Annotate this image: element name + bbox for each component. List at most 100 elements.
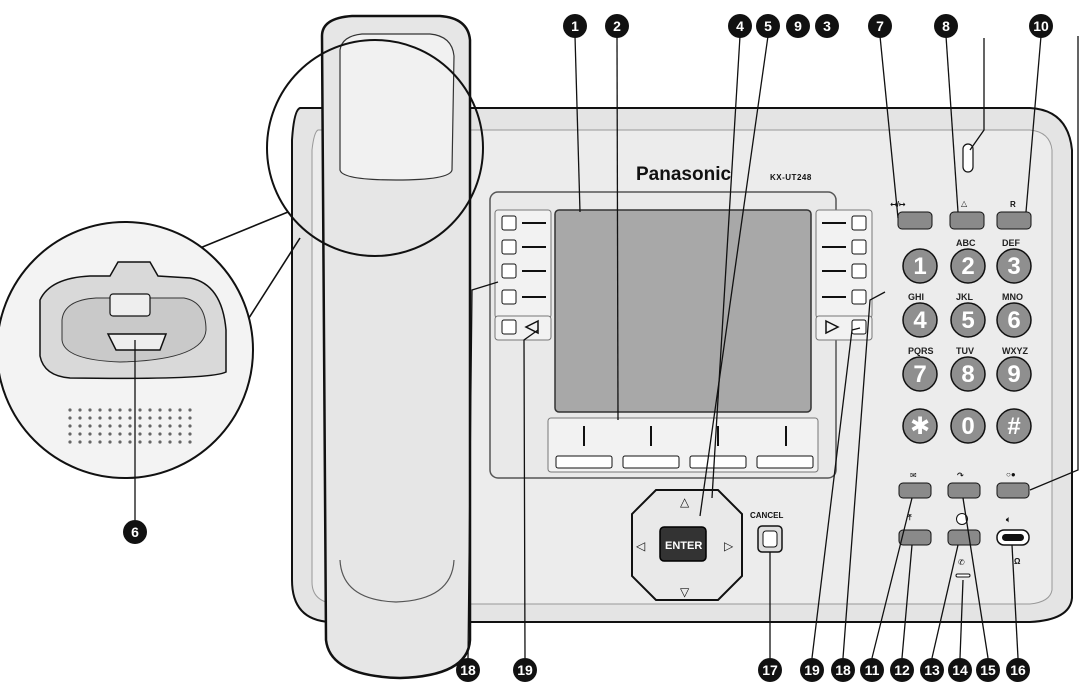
conference-key[interactable]: ⤒ <box>898 513 932 546</box>
keypad-digit: 0 <box>961 413 974 440</box>
line-key-left-4[interactable] <box>501 289 546 305</box>
svg-text:10: 10 <box>1033 18 1049 34</box>
keypad-letters: GHI <box>908 292 924 302</box>
line-key-left-3[interactable] <box>501 263 546 279</box>
enter-button[interactable]: ENTER <box>659 526 707 562</box>
svg-text:19: 19 <box>804 662 820 678</box>
navigator-key[interactable]: △ ▽ ◁ ▷ ENTER <box>631 489 743 601</box>
callout-top-8: 8 <box>934 14 958 38</box>
svg-text:11: 11 <box>865 662 880 678</box>
keypad-key-1[interactable]: 1 <box>902 248 938 284</box>
left-triangle-icon <box>524 319 539 335</box>
line-key-right-1[interactable] <box>822 215 867 231</box>
keypad-digit: 4 <box>913 307 927 334</box>
line-key-left-1[interactable] <box>501 215 546 231</box>
svg-text:17: 17 <box>762 662 778 678</box>
callout-top-7: 7 <box>868 14 892 38</box>
svg-text:14: 14 <box>952 662 968 678</box>
left-arrow-icon: ◁ <box>635 539 645 553</box>
keypad-digit: 6 <box>1007 307 1020 334</box>
line-key-left-2[interactable] <box>501 239 546 255</box>
page-right-key[interactable] <box>815 315 873 341</box>
soft-key-2[interactable] <box>622 426 680 469</box>
mute-icon <box>956 513 968 525</box>
callout-top-5: 5 <box>756 14 780 38</box>
speaker-key[interactable]: 🔈︎ Ω <box>996 515 1030 566</box>
svg-text:19: 19 <box>517 662 533 678</box>
keypad-digit: 8 <box>961 361 974 388</box>
svg-text:5: 5 <box>764 18 772 34</box>
keypad-key-11[interactable]: 0 <box>950 408 986 444</box>
callout-bottom-18: 18 <box>831 658 855 682</box>
right-arrow-icon: ▷ <box>724 539 734 553</box>
mail-key[interactable]: ✉ <box>898 471 932 499</box>
keypad-key-12[interactable]: # <box>996 408 1032 444</box>
svg-text:3: 3 <box>823 18 831 34</box>
message-key[interactable]: △ <box>949 199 985 230</box>
keypad-letters: WXYZ <box>1002 346 1029 356</box>
model-label: KX-UT248 <box>770 173 812 182</box>
svg-text:CANCEL: CANCEL <box>750 511 783 520</box>
cancel-button[interactable]: CANCEL <box>750 511 783 553</box>
callout-bottom-14: 14 <box>948 658 972 682</box>
callout-bottom-13: 13 <box>920 658 944 682</box>
microphone <box>955 573 971 578</box>
callout-side-6: 6 <box>123 520 147 544</box>
up-arrow-icon: △ <box>680 495 690 509</box>
recall-key[interactable]: R <box>996 200 1032 230</box>
svg-text:18: 18 <box>835 662 851 678</box>
keypad-digit: # <box>1007 413 1020 440</box>
callout-top-4: 4 <box>728 14 752 38</box>
svg-text:2: 2 <box>613 18 621 34</box>
svg-text:△: △ <box>961 199 968 208</box>
soft-key-4[interactable] <box>756 426 814 469</box>
keypad-digit: 5 <box>961 307 974 334</box>
mute-key[interactable]: ✆ <box>947 513 981 578</box>
svg-text:4: 4 <box>736 18 744 34</box>
callout-top-10: 10 <box>1029 14 1053 38</box>
svg-text:12: 12 <box>894 662 910 678</box>
hold-transfer-key[interactable]: ↤/↦ <box>890 200 933 230</box>
soft-key-3[interactable] <box>689 426 747 469</box>
svg-text:R: R <box>1010 200 1016 209</box>
keypad-digit: ✱ <box>910 413 930 440</box>
line-key-right-3[interactable] <box>822 263 867 279</box>
keypad-key-4[interactable]: 4 GHI <box>902 292 938 338</box>
left-line-keys <box>494 209 552 341</box>
line-key-right-2[interactable] <box>822 239 867 255</box>
lcd-screen <box>554 209 812 413</box>
keypad-key-5[interactable]: 5 JKL <box>950 292 986 338</box>
envelope-icon: ✉ <box>910 471 917 480</box>
svg-text:18: 18 <box>460 662 476 678</box>
keypad-letters: TUV <box>956 346 974 356</box>
callout-top-3: 3 <box>815 14 839 38</box>
callout-bottom-15: 15 <box>976 658 1000 682</box>
keypad-key-8[interactable]: 8 TUV <box>950 346 986 392</box>
record-key[interactable]: ○● <box>996 470 1030 499</box>
keypad-digit: 1 <box>913 253 926 280</box>
leader-lines <box>134 35 1079 659</box>
hook-switch-magnifier <box>0 39 484 479</box>
svg-text:↤/↦: ↤/↦ <box>890 200 906 209</box>
svg-text:15: 15 <box>980 662 996 678</box>
svg-text:16: 16 <box>1010 662 1026 678</box>
record-icon: ○● <box>1006 470 1016 479</box>
keypad-letters: DEF <box>1002 238 1021 248</box>
line-key-right-4[interactable] <box>822 289 867 305</box>
keypad-key-10[interactable]: ✱ <box>902 408 938 444</box>
soft-key-1[interactable] <box>555 426 613 469</box>
callout-bottom-18: 18 <box>456 658 480 682</box>
svg-text:ENTER: ENTER <box>665 540 702 552</box>
microphone-icon: ✆ <box>958 558 965 567</box>
page-left-key[interactable] <box>494 315 552 341</box>
keypad-letters: JKL <box>956 292 974 302</box>
forward-key[interactable]: ↷ <box>947 471 981 499</box>
handset[interactable] <box>320 14 472 680</box>
